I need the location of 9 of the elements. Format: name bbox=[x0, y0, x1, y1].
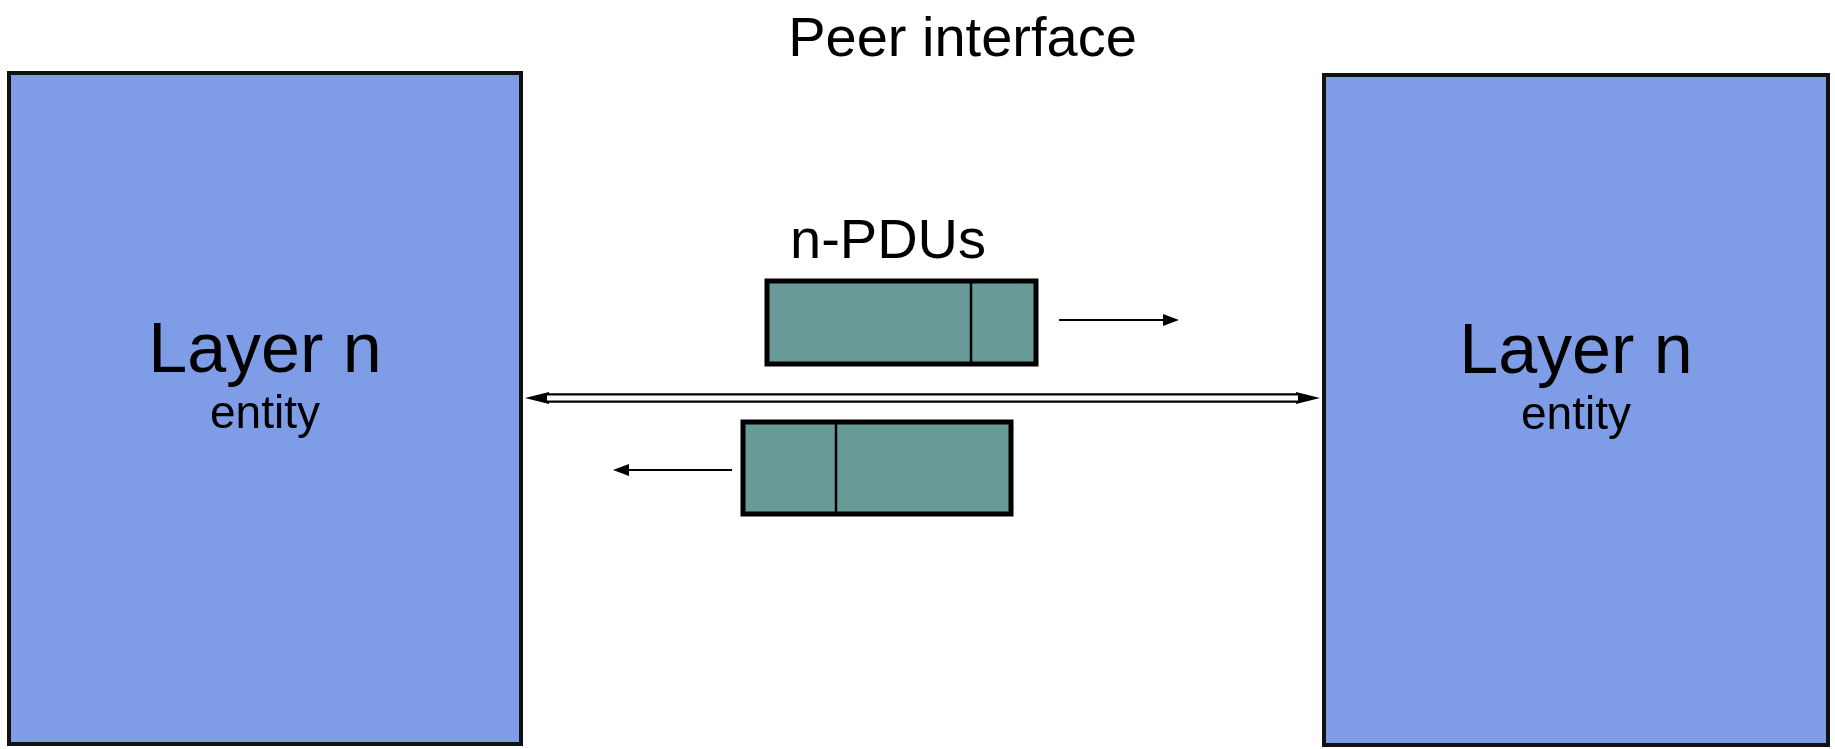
title: Peer interface bbox=[787, 6, 1138, 68]
layer-name: Layer n bbox=[148, 309, 382, 387]
pdu-label: n-PDUs bbox=[790, 208, 987, 270]
layer-name: Layer n bbox=[1459, 311, 1693, 389]
entity-box bbox=[1322, 73, 1830, 747]
entity-box bbox=[7, 71, 523, 746]
entity-label: entity bbox=[1521, 388, 1631, 439]
double-arrow bbox=[525, 392, 1320, 404]
entity-label: entity bbox=[210, 386, 320, 438]
